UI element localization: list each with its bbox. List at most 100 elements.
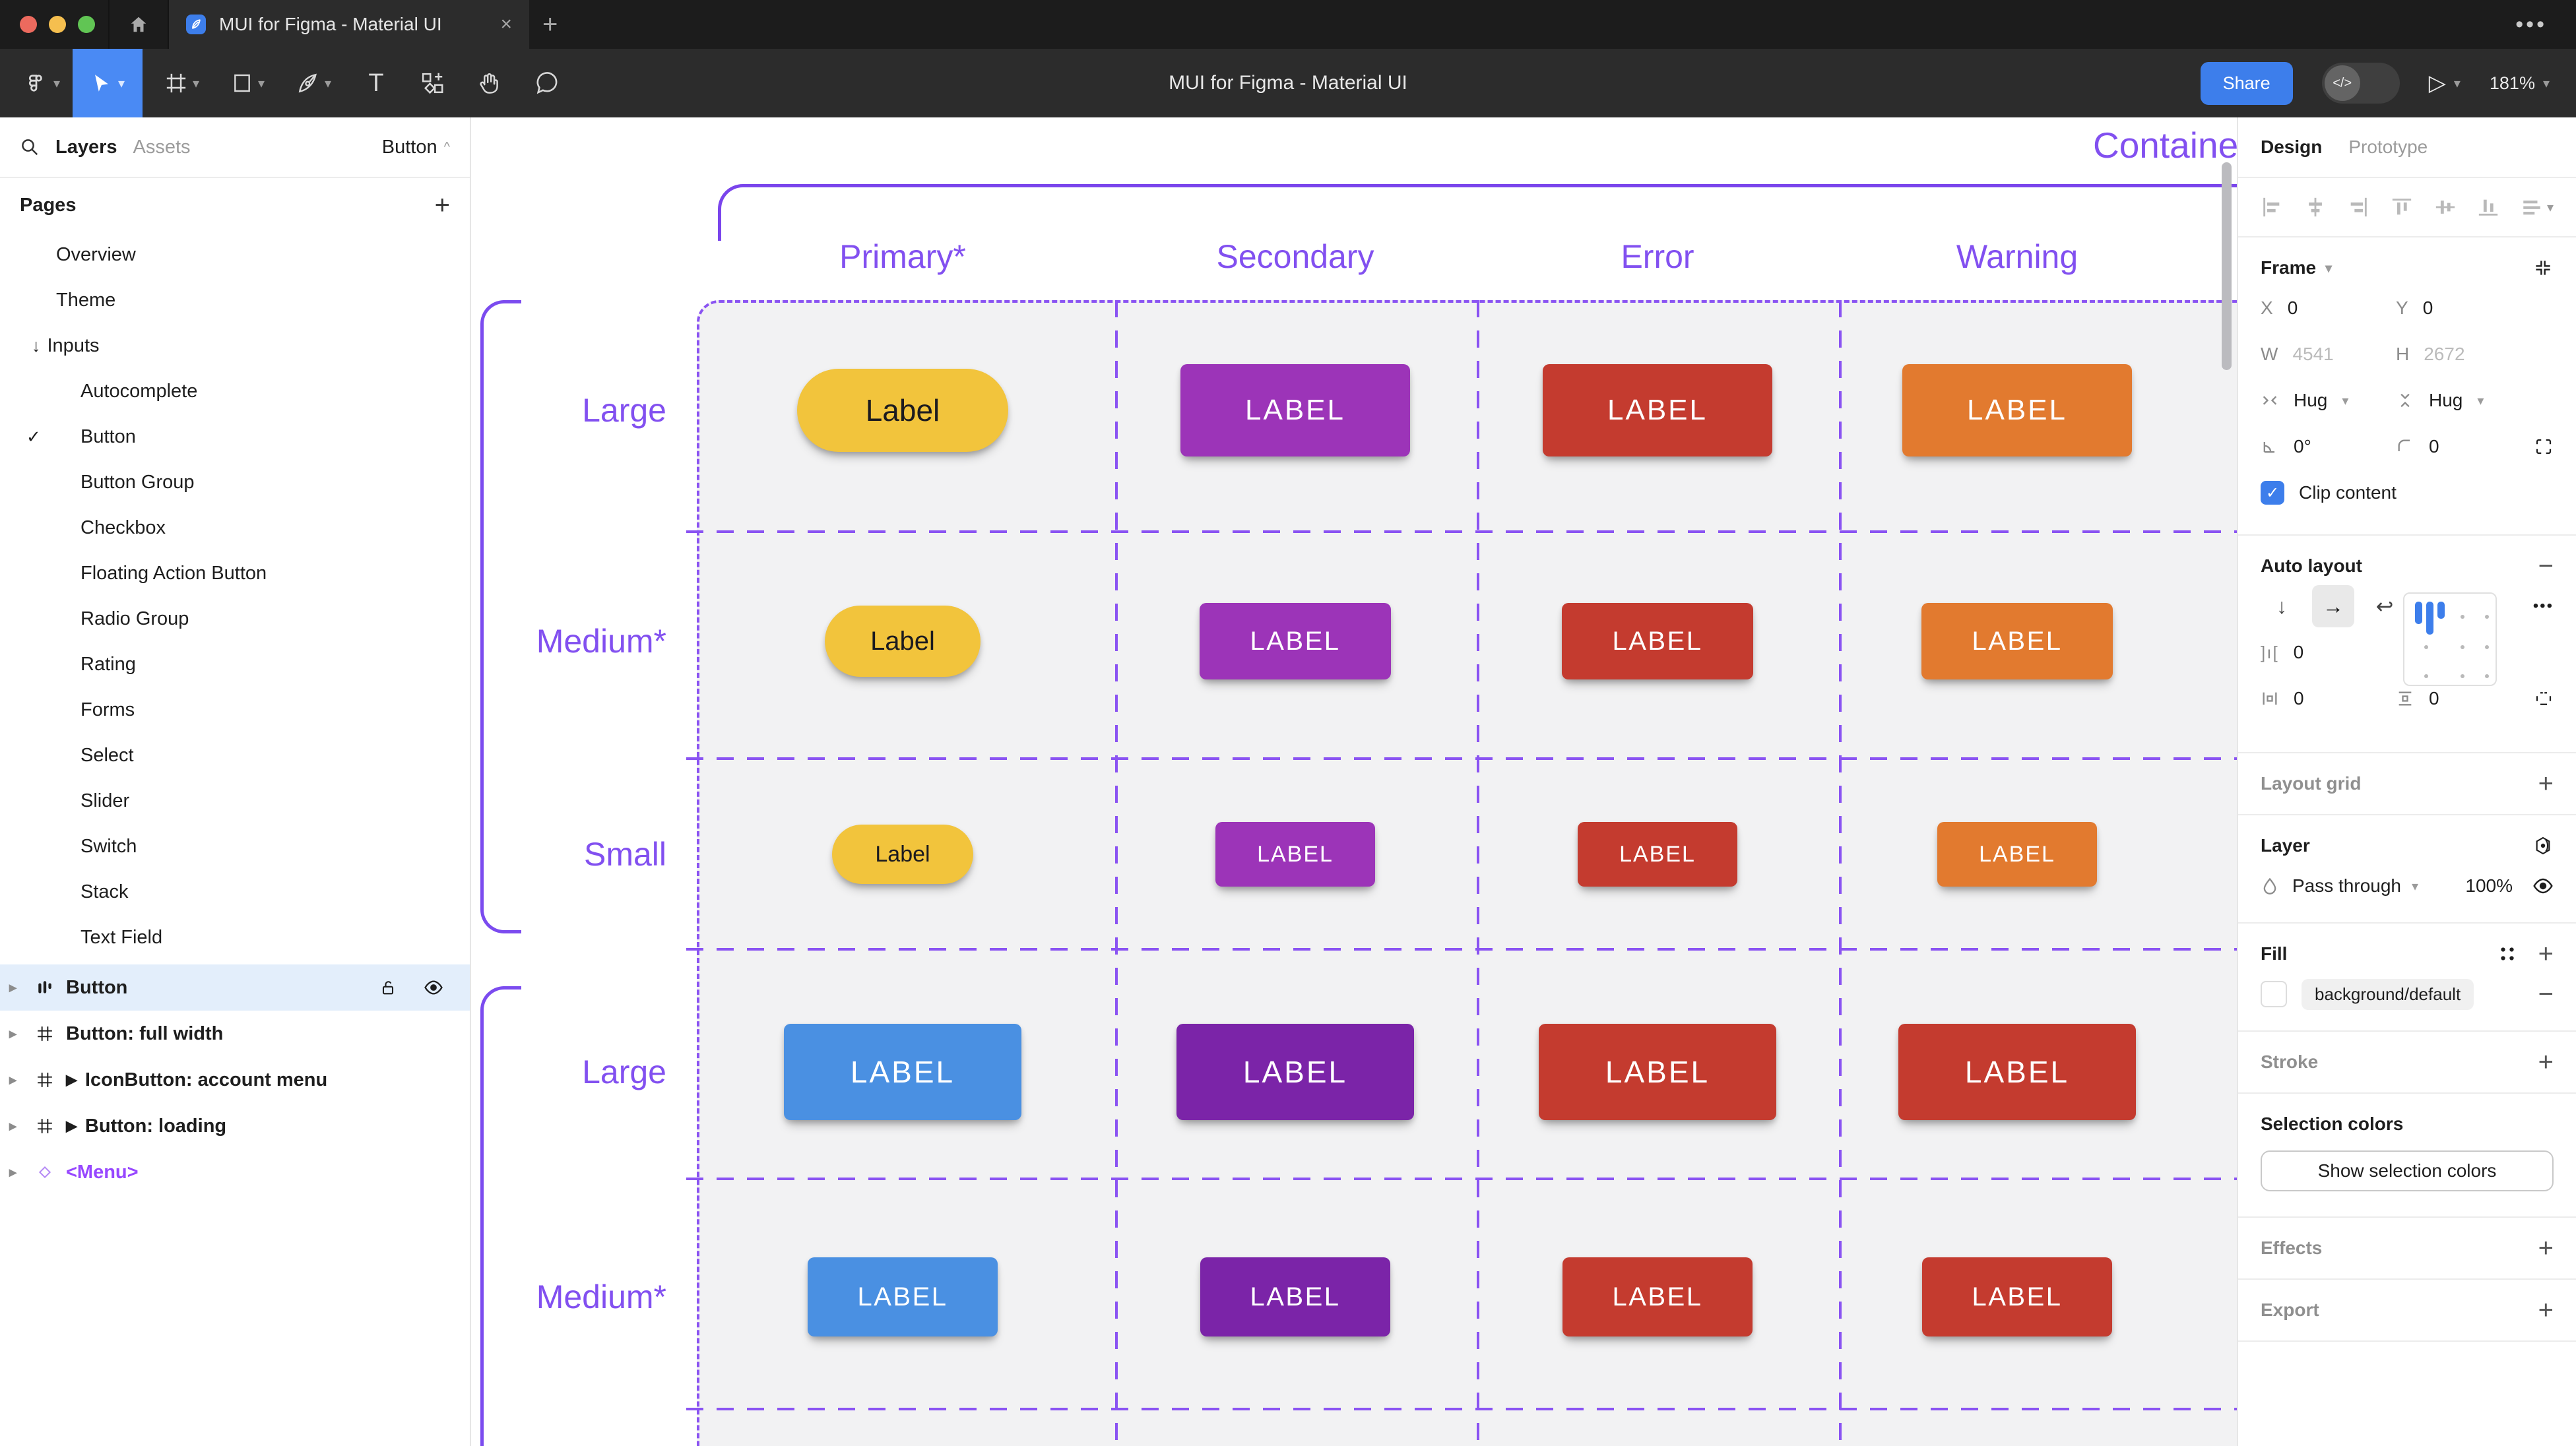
- canvas-button-secondary-row1[interactable]: LABEL: [1180, 364, 1410, 456]
- align-right-icon[interactable]: [2347, 196, 2369, 218]
- page-item-rating[interactable]: Rating: [0, 642, 470, 687]
- text-tool-button[interactable]: T: [356, 49, 396, 117]
- canvas-button-warning-row1[interactable]: LABEL: [1902, 364, 2132, 456]
- comment-tool-button[interactable]: [524, 49, 570, 117]
- padding-v-field[interactable]: 0: [2396, 688, 2531, 709]
- tab-close-icon[interactable]: ×: [500, 13, 512, 36]
- visibility-eye-icon[interactable]: [2532, 875, 2554, 896]
- page-selector[interactable]: Button ^: [382, 137, 450, 158]
- layer-item-menu[interactable]: ▸<Menu>: [0, 1149, 470, 1195]
- present-button[interactable]: ▷ ▾: [2429, 70, 2461, 96]
- canvas-button-secondary-row2[interactable]: LABEL: [1200, 603, 1391, 679]
- row-label-large-0[interactable]: Large: [471, 391, 666, 429]
- window-overflow-menu[interactable]: •••: [2515, 0, 2547, 49]
- row-label-small-2[interactable]: Small: [471, 835, 666, 873]
- pen-tool-button[interactable]: ▾: [288, 49, 340, 117]
- canvas-button-warning-row3[interactable]: LABEL: [1937, 822, 2097, 887]
- layer-item-iconbutton-account-menu[interactable]: ▸▶IconButton: account menu: [0, 1057, 470, 1103]
- page-item-autocomplete[interactable]: Autocomplete: [0, 369, 470, 414]
- canvas-scrollbar[interactable]: [2222, 162, 2232, 370]
- shape-tool-button[interactable]: ▾: [222, 49, 274, 117]
- independent-corners-button[interactable]: [2534, 437, 2554, 456]
- align-v-center-icon[interactable]: [2434, 196, 2457, 218]
- hug-vertical[interactable]: Hug▾: [2396, 390, 2531, 411]
- canvas-button-error-row1[interactable]: LABEL: [1543, 364, 1772, 456]
- canvas-button-error-row3[interactable]: LABEL: [1578, 822, 1737, 887]
- align-top-icon[interactable]: [2391, 196, 2413, 218]
- row-label-medium-4[interactable]: Medium*: [471, 1278, 666, 1316]
- page-item-text-field[interactable]: Text Field: [0, 915, 470, 960]
- column-header-secondary[interactable]: Secondary: [1216, 237, 1374, 276]
- fullscreen-window-button[interactable]: [78, 16, 95, 33]
- tab-prototype[interactable]: Prototype: [2348, 137, 2428, 158]
- row-label-medium-1[interactable]: Medium*: [471, 622, 666, 660]
- add-page-button[interactable]: +: [435, 191, 450, 220]
- frame-tool-button[interactable]: ▾: [156, 49, 209, 117]
- canvas-button-primary-row5[interactable]: LABEL: [808, 1257, 998, 1336]
- clip-content-row[interactable]: ✓ Clip content: [2261, 470, 2554, 516]
- page-item-button[interactable]: ✓Button: [0, 414, 470, 460]
- page-item-select[interactable]: Select: [0, 733, 470, 778]
- chevron-right-icon[interactable]: ▸: [9, 1071, 16, 1088]
- file-tab[interactable]: MUI for Figma - Material UI ×: [169, 0, 529, 49]
- canvas-button-error-row2[interactable]: LABEL: [1562, 603, 1753, 679]
- zoom-menu[interactable]: 181% ▾: [2490, 73, 2550, 94]
- page-item-checkbox[interactable]: Checkbox: [0, 505, 470, 551]
- canvas-button-primary-row2[interactable]: Label: [825, 606, 981, 677]
- corner-radius-field[interactable]: 0: [2396, 436, 2531, 457]
- remove-fill-button[interactable]: −: [2538, 980, 2554, 1009]
- direction-vertical-button[interactable]: ↓: [2261, 585, 2303, 627]
- add-effect-button[interactable]: +: [2538, 1234, 2554, 1263]
- chevron-right-icon[interactable]: ▸: [9, 1164, 16, 1181]
- page-item-floating-action-button[interactable]: Floating Action Button: [0, 551, 470, 596]
- search-icon[interactable]: [20, 137, 40, 157]
- tab-assets[interactable]: Assets: [133, 137, 191, 158]
- remove-auto-layout-button[interactable]: −: [2538, 551, 2554, 581]
- page-item-radio-group[interactable]: Radio Group: [0, 596, 470, 642]
- add-fill-button[interactable]: +: [2538, 939, 2554, 969]
- align-left-icon[interactable]: [2261, 196, 2283, 218]
- chevron-right-icon[interactable]: ▸: [9, 1117, 16, 1135]
- page-item-button-group[interactable]: Button Group: [0, 460, 470, 505]
- rotation-field[interactable]: 0°: [2261, 436, 2396, 457]
- page-item-inputs[interactable]: ↓Inputs: [0, 323, 470, 369]
- layer-item-button[interactable]: ▸Button: [0, 964, 470, 1011]
- canvas-button-secondary-row4[interactable]: LABEL: [1176, 1024, 1414, 1120]
- auto-layout-more-button[interactable]: •••: [2533, 597, 2554, 615]
- opacity-value[interactable]: 100%: [2465, 875, 2513, 896]
- clip-content-checkbox[interactable]: ✓: [2261, 481, 2284, 505]
- close-window-button[interactable]: [20, 16, 37, 33]
- visibility-eye-icon[interactable]: [424, 978, 443, 997]
- padding-h-field[interactable]: 0: [2261, 688, 2396, 709]
- hand-tool-button[interactable]: [466, 49, 512, 117]
- tab-layers[interactable]: Layers: [55, 137, 117, 158]
- canvas[interactable]: Contained Primary*SecondaryErrorWarningL…: [471, 117, 2237, 1446]
- canvas-button-error-row5[interactable]: LABEL: [1562, 1257, 1753, 1336]
- dev-mode-toggle[interactable]: </>: [2322, 63, 2400, 104]
- frame-title[interactable]: Contained: [2093, 124, 2237, 166]
- lock-open-icon[interactable]: [379, 978, 397, 997]
- new-tab-button[interactable]: +: [542, 0, 558, 49]
- w-value[interactable]: 4541: [2292, 344, 2333, 365]
- move-tool-button[interactable]: ▾: [73, 49, 143, 117]
- canvas-button-primary-row1[interactable]: Label: [797, 369, 1008, 452]
- page-item-stack[interactable]: Stack: [0, 869, 470, 915]
- page-item-forms[interactable]: Forms: [0, 687, 470, 733]
- fill-token-chip[interactable]: background/default: [2302, 979, 2474, 1010]
- blend-mode-value[interactable]: Pass through: [2292, 875, 2401, 896]
- column-header-warning[interactable]: Warning: [1956, 237, 2078, 276]
- frame-header[interactable]: Frame: [2261, 257, 2316, 278]
- chevron-right-icon[interactable]: ▸: [9, 1025, 16, 1042]
- canvas-button-warning-row4[interactable]: LABEL: [1898, 1024, 2136, 1120]
- styles-icon[interactable]: [2499, 945, 2516, 962]
- hug-horizontal[interactable]: Hug▾: [2261, 390, 2396, 411]
- row-label-large-3[interactable]: Large: [471, 1053, 666, 1091]
- minimize-window-button[interactable]: [49, 16, 66, 33]
- page-item-slider[interactable]: Slider: [0, 778, 470, 824]
- canvas-button-error-row4[interactable]: LABEL: [1539, 1024, 1776, 1120]
- chevron-right-icon[interactable]: ▸: [9, 979, 16, 996]
- individual-padding-button[interactable]: [2534, 689, 2554, 708]
- canvas-button-secondary-row3[interactable]: LABEL: [1215, 822, 1375, 887]
- gap-field[interactable]: ]ı[ 0: [2261, 642, 2396, 663]
- add-export-button[interactable]: +: [2538, 1296, 2554, 1325]
